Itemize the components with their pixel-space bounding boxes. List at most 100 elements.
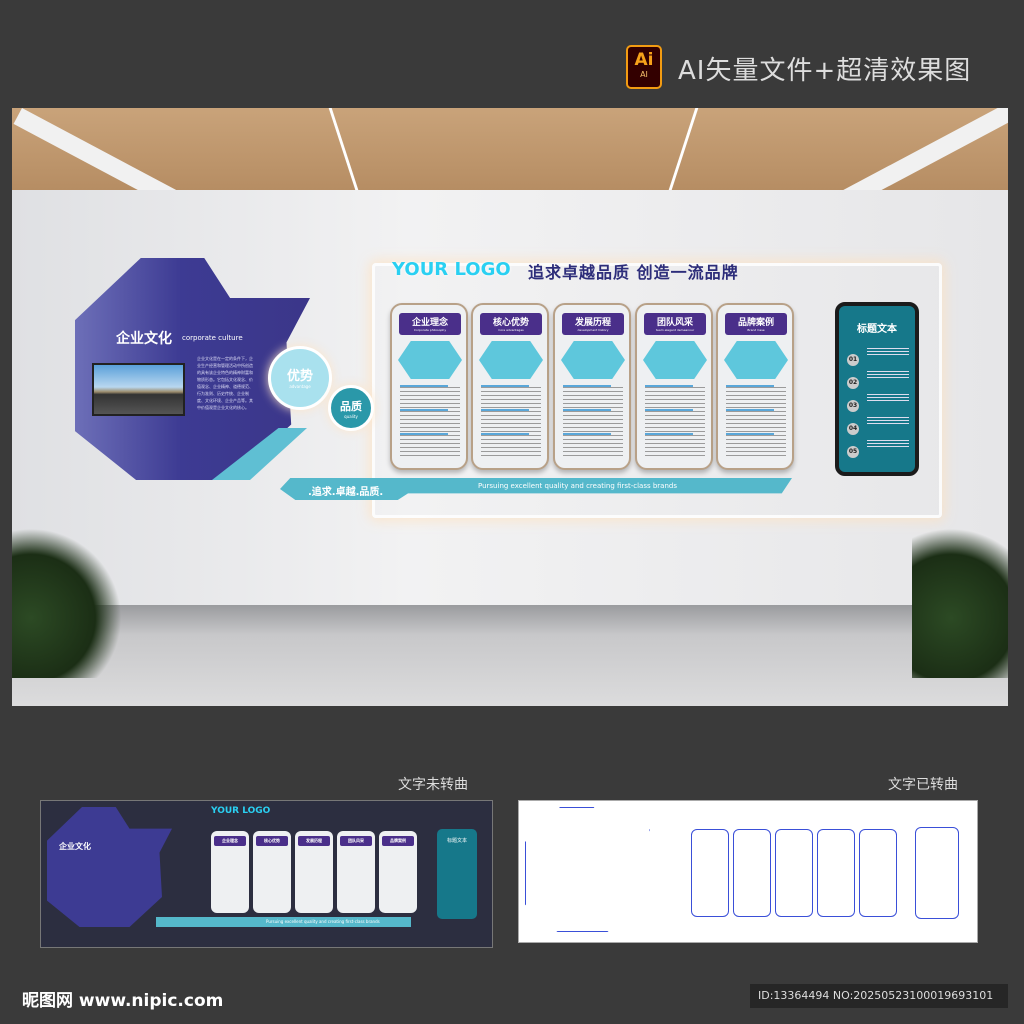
outline-card: [859, 829, 897, 917]
mini-card: 品牌案例: [379, 831, 417, 913]
badge-small: AI: [640, 70, 648, 79]
circle-label: 品质: [340, 400, 362, 413]
card-heading-line: [400, 409, 448, 411]
logo: YOUR LOGO: [392, 259, 511, 280]
item-number: 05: [847, 446, 859, 458]
list-item: 01: [847, 346, 913, 366]
card-heading-line: [481, 433, 529, 435]
card-heading-line: [645, 385, 693, 387]
preview-outlined: [518, 800, 978, 943]
plant-right: [912, 528, 1008, 678]
card-title: 企业理念: [411, 318, 448, 328]
mini-card: 核心优势: [253, 831, 291, 913]
culture-title: 企业文化: [116, 331, 172, 347]
card-heading-line: [645, 409, 693, 411]
card-title: 发展历程: [574, 318, 611, 328]
card-heading-line: [726, 409, 774, 411]
circle-sub: advantage: [289, 384, 311, 389]
circle-label: 优势: [286, 369, 313, 384]
title-list-panel: 标题文本 01 02 03 04 05: [835, 302, 919, 476]
card-heading-line: [481, 385, 529, 387]
outline-card: [691, 829, 729, 917]
mini-card: 团队风采: [337, 831, 375, 913]
preview-label-left: 文字未转曲: [398, 777, 468, 793]
item-number: 04: [847, 423, 859, 435]
preview-label-right: 文字已转曲: [888, 777, 958, 793]
card-sub: Corporate philosophy: [413, 328, 447, 332]
card-heading-line: [400, 433, 448, 435]
badge-big: Ai: [634, 50, 654, 70]
card-text-lines: [563, 387, 623, 457]
preview-unoutlined: 企业文化 YOUR LOGO 企业理念 核心优势 发展历程 团队风采 品牌案例 …: [40, 800, 493, 948]
panel-title: 标题文本: [857, 324, 897, 335]
card-sub: team elegant demeanour: [655, 328, 695, 332]
card-heading-line: [563, 433, 611, 435]
card-text-lines: [400, 387, 460, 457]
slogan: 追求卓越品质 创造一流品牌: [528, 263, 739, 282]
glow-outline: [372, 263, 942, 518]
item-number: 03: [847, 400, 859, 412]
card-heading-line: [726, 385, 774, 387]
mini-culture-panel: [47, 807, 172, 927]
outline-right-panel: [915, 827, 959, 919]
outline-card: [817, 829, 855, 917]
card-heading-line: [726, 433, 774, 435]
card-hexagon: [643, 341, 707, 379]
card-title: 团队风采: [656, 318, 693, 328]
card-hexagon: [561, 341, 625, 379]
plant-left: [12, 528, 122, 678]
ribbon-left-text: .追求.卓越.品质.: [308, 487, 384, 498]
mini-card-title: 团队风采: [340, 836, 372, 846]
card-heading-line: [481, 409, 529, 411]
card-heading-line: [645, 433, 693, 435]
list-item: 03: [847, 392, 913, 412]
rendered-wall-scene: 企业文化 corporate culture 企业文化是在一定的条件下，企业生产…: [12, 108, 1008, 706]
card-hexagon: [724, 341, 788, 379]
outline-card: [733, 829, 771, 917]
outline-culture-panel: [525, 807, 650, 932]
ribbon-right-text: Pursuing excellent quality and creating …: [478, 482, 677, 490]
card-title: 品牌案例: [737, 318, 774, 328]
card-sub: Core advantages: [498, 328, 524, 332]
mini-card-title: 品牌案例: [382, 836, 414, 846]
outline-card: [775, 829, 813, 917]
item-number: 02: [847, 377, 859, 389]
list-item: 05: [847, 438, 913, 458]
circle-sub: quality: [344, 414, 358, 419]
card-sub: development history: [577, 328, 609, 332]
card-text-lines: [481, 387, 541, 457]
mini-right-panel: 标题文本: [437, 829, 477, 919]
site-watermark: 昵图网 www.nipic.com: [22, 991, 224, 1011]
card-text-lines: [645, 387, 705, 457]
card-heading-line: [563, 409, 611, 411]
card-heading-line: [563, 385, 611, 387]
mini-card: 企业理念: [211, 831, 249, 913]
mini-card: 发展历程: [295, 831, 333, 913]
card-text-lines: [726, 387, 786, 457]
mini-ribbon: Pursuing excellent quality and creating …: [156, 917, 411, 927]
list-item: 02: [847, 369, 913, 389]
card-hexagon: [479, 341, 543, 379]
light-strip: [668, 108, 699, 190]
item-number: 01: [847, 354, 859, 366]
wood-ceiling: [12, 108, 1008, 218]
card-sub: Brand Case: [747, 328, 765, 332]
city-photo: [92, 363, 185, 416]
card-hexagon: [398, 341, 462, 379]
mini-card-title: 发展历程: [298, 836, 330, 846]
header-title: AI矢量文件+超清效果图: [678, 56, 972, 86]
culture-subtitle: corporate culture: [182, 334, 243, 342]
mini-culture-title: 企业文化: [59, 842, 91, 851]
floor: [12, 605, 1008, 706]
